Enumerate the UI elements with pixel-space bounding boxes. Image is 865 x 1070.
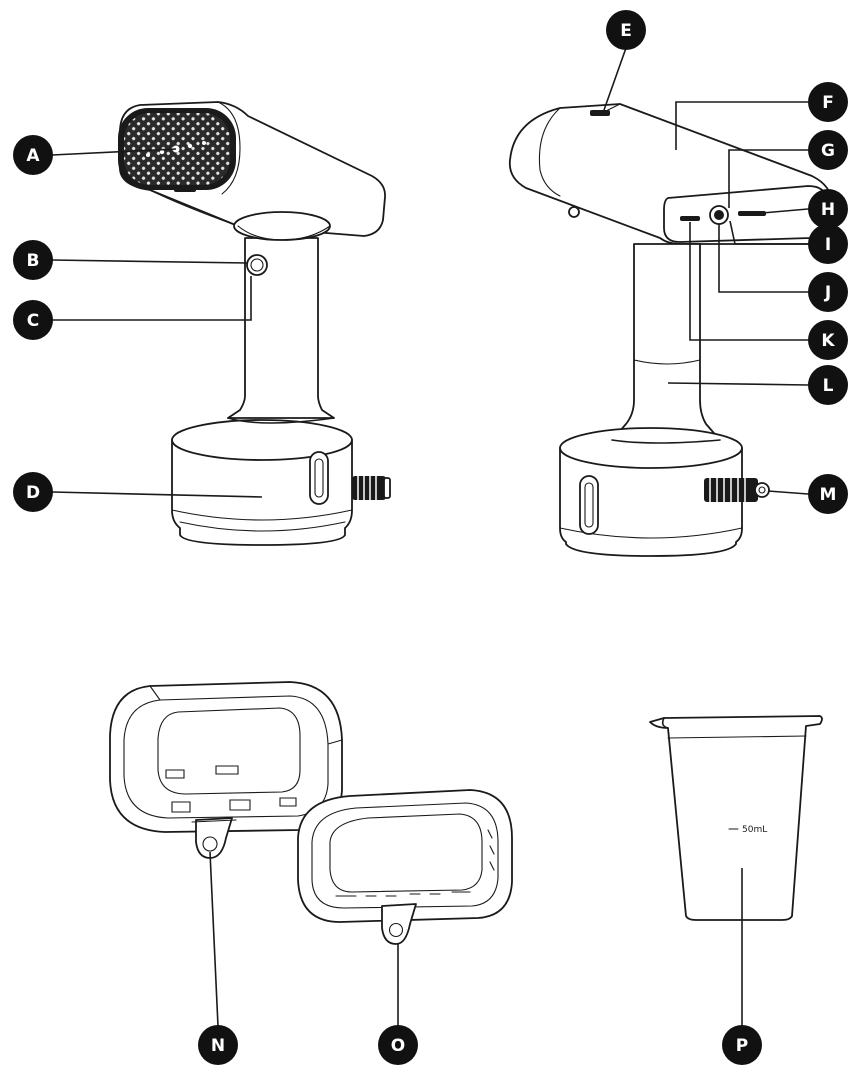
label-badge-l: L xyxy=(808,365,848,405)
indicator-light-left xyxy=(680,216,700,221)
steamer-rear-view xyxy=(508,103,833,557)
label-j: J xyxy=(824,283,831,303)
water-tank-left xyxy=(171,439,353,546)
label-n: N xyxy=(211,1036,225,1056)
water-tank-right xyxy=(559,447,743,557)
attachment-o xyxy=(297,789,513,945)
label-badge-d: D xyxy=(13,472,53,512)
label-d: D xyxy=(26,483,40,503)
label-p: P xyxy=(736,1036,748,1056)
measuring-cup: 50mL xyxy=(649,715,823,921)
label-b: B xyxy=(27,251,40,271)
label-badge-p: P xyxy=(722,1025,762,1065)
label-badge-c: C xyxy=(13,300,53,340)
label-badge-e: E xyxy=(606,10,646,50)
label-badge-a: A xyxy=(13,135,53,175)
label-badge-f: F xyxy=(808,82,848,122)
label-e: E xyxy=(620,21,632,41)
label-badge-b: B xyxy=(13,240,53,280)
label-badge-o: O xyxy=(378,1025,418,1065)
cup-volume-marking: 50mL xyxy=(742,825,767,835)
label-h: H xyxy=(821,200,835,220)
hose-connector-right xyxy=(704,478,770,502)
label-l: L xyxy=(823,376,834,396)
label-o: O xyxy=(391,1036,405,1056)
water-window-right xyxy=(579,475,599,535)
water-window-left xyxy=(309,451,329,505)
label-badge-k: K xyxy=(808,320,848,360)
label-badge-j: J xyxy=(808,272,848,312)
handle-right xyxy=(611,243,721,441)
label-g: G xyxy=(821,141,835,161)
label-badge-i: I xyxy=(808,224,848,264)
steamer-front-view xyxy=(118,101,391,546)
label-i: I xyxy=(825,235,831,255)
label-k: K xyxy=(821,331,835,351)
label-a: A xyxy=(26,146,40,166)
label-badge-h: H xyxy=(808,189,848,229)
label-badge-m: M xyxy=(808,474,848,514)
label-c: C xyxy=(27,311,39,331)
label-badge-g: G xyxy=(808,130,848,170)
label-m: M xyxy=(820,485,837,505)
indicator-light-right xyxy=(738,211,766,216)
label-f: F xyxy=(822,93,834,113)
handle-left xyxy=(227,237,335,419)
nozzle-plate-left xyxy=(118,108,236,190)
hose-connector-left xyxy=(352,476,391,500)
power-button-left xyxy=(246,254,268,276)
leader-lines xyxy=(51,47,809,1027)
label-badge-n: N xyxy=(198,1025,238,1065)
